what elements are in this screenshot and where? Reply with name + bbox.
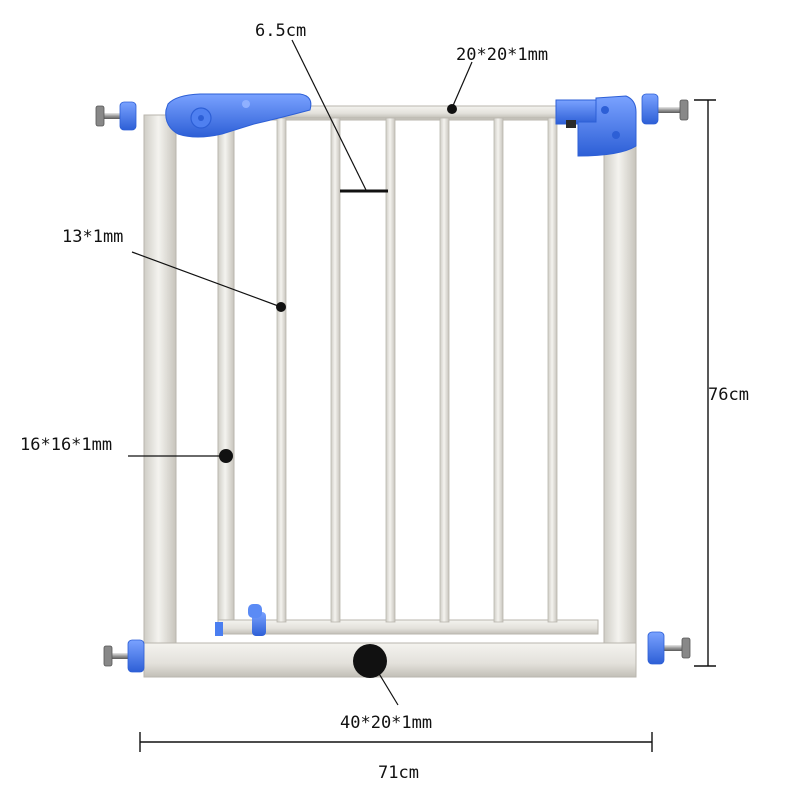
- dimension-labels: 6.5cm 20*20*1mm 13*1mm 16*16*1mm 76cm 40…: [20, 21, 749, 783]
- bar: [276, 117, 287, 623]
- bolt-bottom-left: [103, 639, 145, 673]
- hinge-block: [555, 95, 637, 157]
- annotations: [128, 39, 716, 752]
- door-bars: [276, 117, 558, 623]
- bottom-tube-dot: [353, 644, 387, 678]
- bolt-bottom-right: [647, 631, 691, 665]
- bar: [547, 117, 558, 623]
- side-tube-label: 16*16*1mm: [20, 435, 112, 455]
- top-tube-leader: [451, 61, 473, 109]
- top-tube-dot: [447, 104, 457, 114]
- foot-lock: [215, 604, 266, 636]
- width-label: 71cm: [378, 763, 419, 783]
- bar: [385, 117, 396, 623]
- side-tube-dot: [219, 449, 233, 463]
- gate-door: [215, 105, 599, 636]
- handle: [165, 93, 312, 138]
- bar-spacing-leader: [291, 39, 367, 191]
- door-bottom-tube: [217, 619, 599, 635]
- left-frame-post: [143, 114, 177, 678]
- height-label: 76cm: [708, 385, 749, 405]
- bar: [330, 117, 341, 623]
- bar-leader: [131, 251, 282, 308]
- bolt-top-right: [641, 93, 689, 125]
- bar-dot: [276, 302, 286, 312]
- top-tube-label: 20*20*1mm: [456, 45, 548, 65]
- door-side-tube: [217, 111, 235, 631]
- bottom-frame-tube: [143, 642, 637, 678]
- bolt-top-left: [95, 101, 137, 131]
- bottom-tube-label: 40*20*1mm: [340, 713, 432, 733]
- bar-spacing-label: 6.5cm: [255, 21, 306, 41]
- bar: [439, 117, 450, 623]
- bar: [493, 117, 504, 623]
- pressure-bolts: [95, 93, 691, 673]
- right-frame-post: [603, 137, 637, 678]
- bar-label: 13*1mm: [62, 227, 123, 247]
